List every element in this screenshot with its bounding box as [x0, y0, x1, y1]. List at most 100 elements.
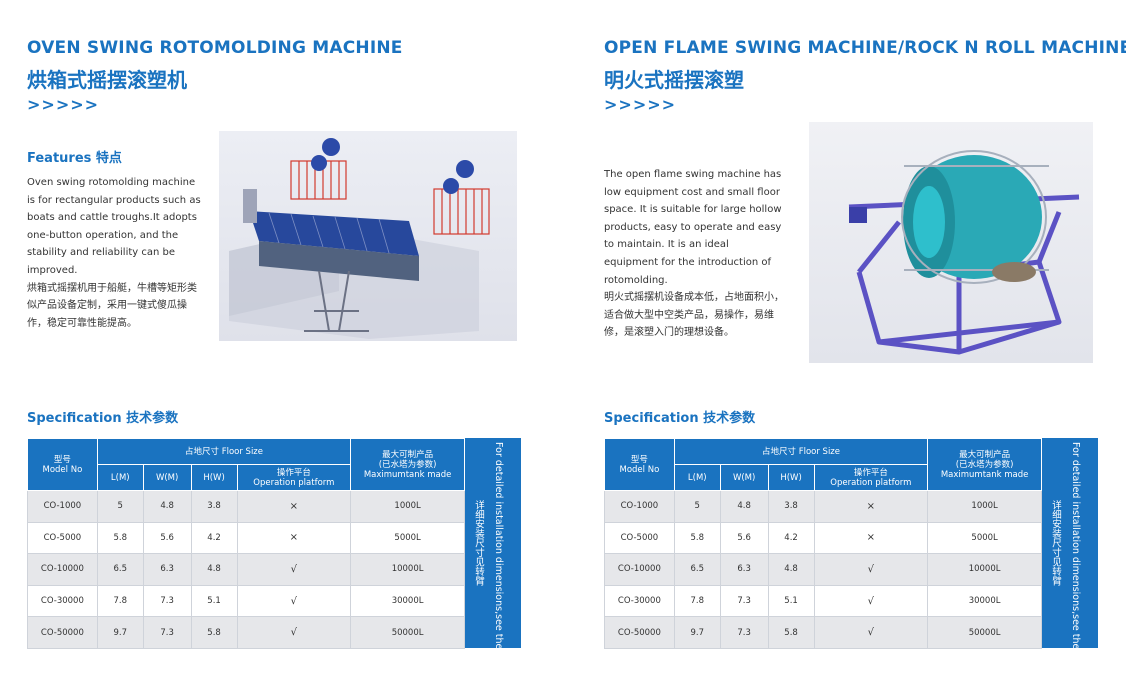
- header-model-zh: 型号: [53, 454, 71, 465]
- cell-length: 5: [96, 490, 144, 523]
- header-max-zh: 最大可制产品: [382, 449, 434, 460]
- cell-height: 5.1: [767, 584, 815, 618]
- cell-max: 50000L: [350, 616, 465, 649]
- header-max-tank: 最大可制产品 (已水塔为参数) Maximumtank made: [927, 438, 1042, 491]
- header-max-sub: (已水塔为参数): [955, 459, 1014, 470]
- rock-n-roll-machine-illustration: [848, 150, 1080, 355]
- cell-length: 7.8: [96, 584, 144, 618]
- cell-max: 50000L: [927, 616, 1042, 649]
- cell-height: 5.1: [190, 584, 238, 618]
- header-width: W(M): [719, 464, 769, 491]
- cell-platform: √: [813, 584, 929, 618]
- cell-max: 30000L: [927, 584, 1042, 618]
- header-length: L(M): [96, 464, 144, 491]
- section-title-zh: 烘箱式摇摆滚塑机: [27, 68, 187, 92]
- description-zh: 明火式摇摆机设备成本低，占地面积小，适合做大型中空类产品，易操作，易维修，是滚塑…: [604, 292, 784, 339]
- cell-model: CO-50000: [27, 616, 98, 649]
- cell-length: 5.8: [673, 521, 721, 555]
- header-model-en: Model No: [619, 464, 660, 475]
- arrow-decoration: >>>>>: [27, 95, 100, 114]
- specification-table-block: 型号 Model No 占地尺寸 Floor Size 最大可制产品 (已水塔为…: [27, 438, 521, 671]
- cell-height: 4.8: [190, 553, 238, 586]
- cell-platform: √: [236, 616, 352, 649]
- cell-model: CO-1000: [604, 490, 675, 523]
- cell-length: 9.7: [96, 616, 144, 649]
- description-en: Oven swing rotomolding machine is for re…: [27, 177, 201, 276]
- cell-max: 30000L: [350, 584, 465, 618]
- cell-width: 4.8: [719, 490, 769, 523]
- cell-model: CO-1000: [27, 490, 98, 523]
- cell-width: 6.3: [142, 553, 192, 586]
- cell-width: 5.6: [142, 521, 192, 555]
- specification-table: 型号 Model No 占地尺寸 Floor Size 最大可制产品 (已水塔为…: [27, 438, 465, 649]
- cell-max: 1000L: [927, 490, 1042, 523]
- cell-length: 5.8: [96, 521, 144, 555]
- cell-platform: ×: [236, 490, 352, 523]
- installation-note-en: For detailed installation dimensions,see…: [493, 442, 504, 672]
- installation-note-zh: 详细安装尺寸见转臂: [473, 500, 484, 586]
- cell-height: 5.8: [190, 616, 238, 649]
- oven-machine-illustration: [229, 138, 490, 339]
- installation-note-zh: 详细安装尺寸见转臂: [1050, 500, 1061, 586]
- cell-max: 10000L: [350, 553, 465, 586]
- cell-platform: √: [813, 553, 929, 586]
- cell-height: 5.8: [767, 616, 815, 649]
- header-max-sub: (已水塔为参数): [378, 459, 437, 470]
- section-title-zh: 明火式摇摆滚塑: [604, 68, 744, 92]
- header-max-en: Maximumtank made: [940, 469, 1029, 480]
- specification-table-block: 型号 Model No 占地尺寸 Floor Size 最大可制产品 (已水塔为…: [604, 438, 1098, 671]
- header-platform-en: Operation platform: [253, 477, 335, 488]
- cell-height: 3.8: [190, 490, 238, 523]
- features-description: Oven swing rotomolding machine is for re…: [27, 174, 203, 332]
- cell-model: CO-50000: [604, 616, 675, 649]
- header-model-zh: 型号: [630, 454, 648, 465]
- section-title-en: OVEN SWING ROTOMOLDING MACHINE: [27, 38, 403, 58]
- cell-length: 6.5: [673, 553, 721, 586]
- header-model: 型号 Model No: [604, 438, 675, 491]
- header-floor-size: 占地尺寸 Floor Size: [673, 438, 929, 465]
- oven-swing-machine-image: [219, 131, 517, 341]
- cell-model: CO-10000: [604, 553, 675, 586]
- cell-platform: √: [236, 553, 352, 586]
- open-flame-machine-image: [809, 122, 1093, 363]
- cell-height: 4.2: [190, 521, 238, 555]
- cell-platform: ×: [813, 521, 929, 555]
- installation-note-sidebar: For detailed installation dimensions,see…: [1042, 438, 1098, 671]
- header-floor-size: 占地尺寸 Floor Size: [96, 438, 352, 465]
- cell-length: 7.8: [673, 584, 721, 618]
- cell-height: 3.8: [767, 490, 815, 523]
- cell-platform: √: [813, 616, 929, 649]
- cell-height: 4.2: [767, 521, 815, 555]
- description-en: The open flame swing machine has low equ…: [604, 169, 782, 286]
- cell-length: 9.7: [673, 616, 721, 649]
- oven-swing-section: OVEN SWING ROTOMOLDING MACHINE 烘箱式摇摆滚塑机 …: [27, 0, 567, 675]
- specification-heading: Specification 技术参数: [27, 411, 179, 426]
- header-max-en: Maximumtank made: [363, 469, 452, 480]
- cell-max: 10000L: [927, 553, 1042, 586]
- installation-note-sidebar: For detailed installation dimensions,see…: [465, 438, 521, 671]
- header-length: L(M): [673, 464, 721, 491]
- header-model: 型号 Model No: [27, 438, 98, 491]
- installation-note-en: For detailed installation dimensions,see…: [1070, 442, 1081, 672]
- cell-model: CO-10000: [27, 553, 98, 586]
- cell-width: 7.3: [719, 616, 769, 649]
- arrow-decoration: >>>>>: [604, 95, 677, 114]
- header-model-en: Model No: [42, 464, 83, 475]
- cell-model: CO-5000: [604, 521, 675, 555]
- cell-length: 5: [673, 490, 721, 523]
- cell-max: 1000L: [350, 490, 465, 523]
- header-platform-en: Operation platform: [830, 477, 912, 488]
- cell-width: 5.6: [719, 521, 769, 555]
- features-heading: Features 特点: [27, 151, 122, 166]
- header-max-tank: 最大可制产品 (已水塔为参数) Maximumtank made: [350, 438, 465, 491]
- header-platform-zh: 操作平台: [853, 467, 888, 478]
